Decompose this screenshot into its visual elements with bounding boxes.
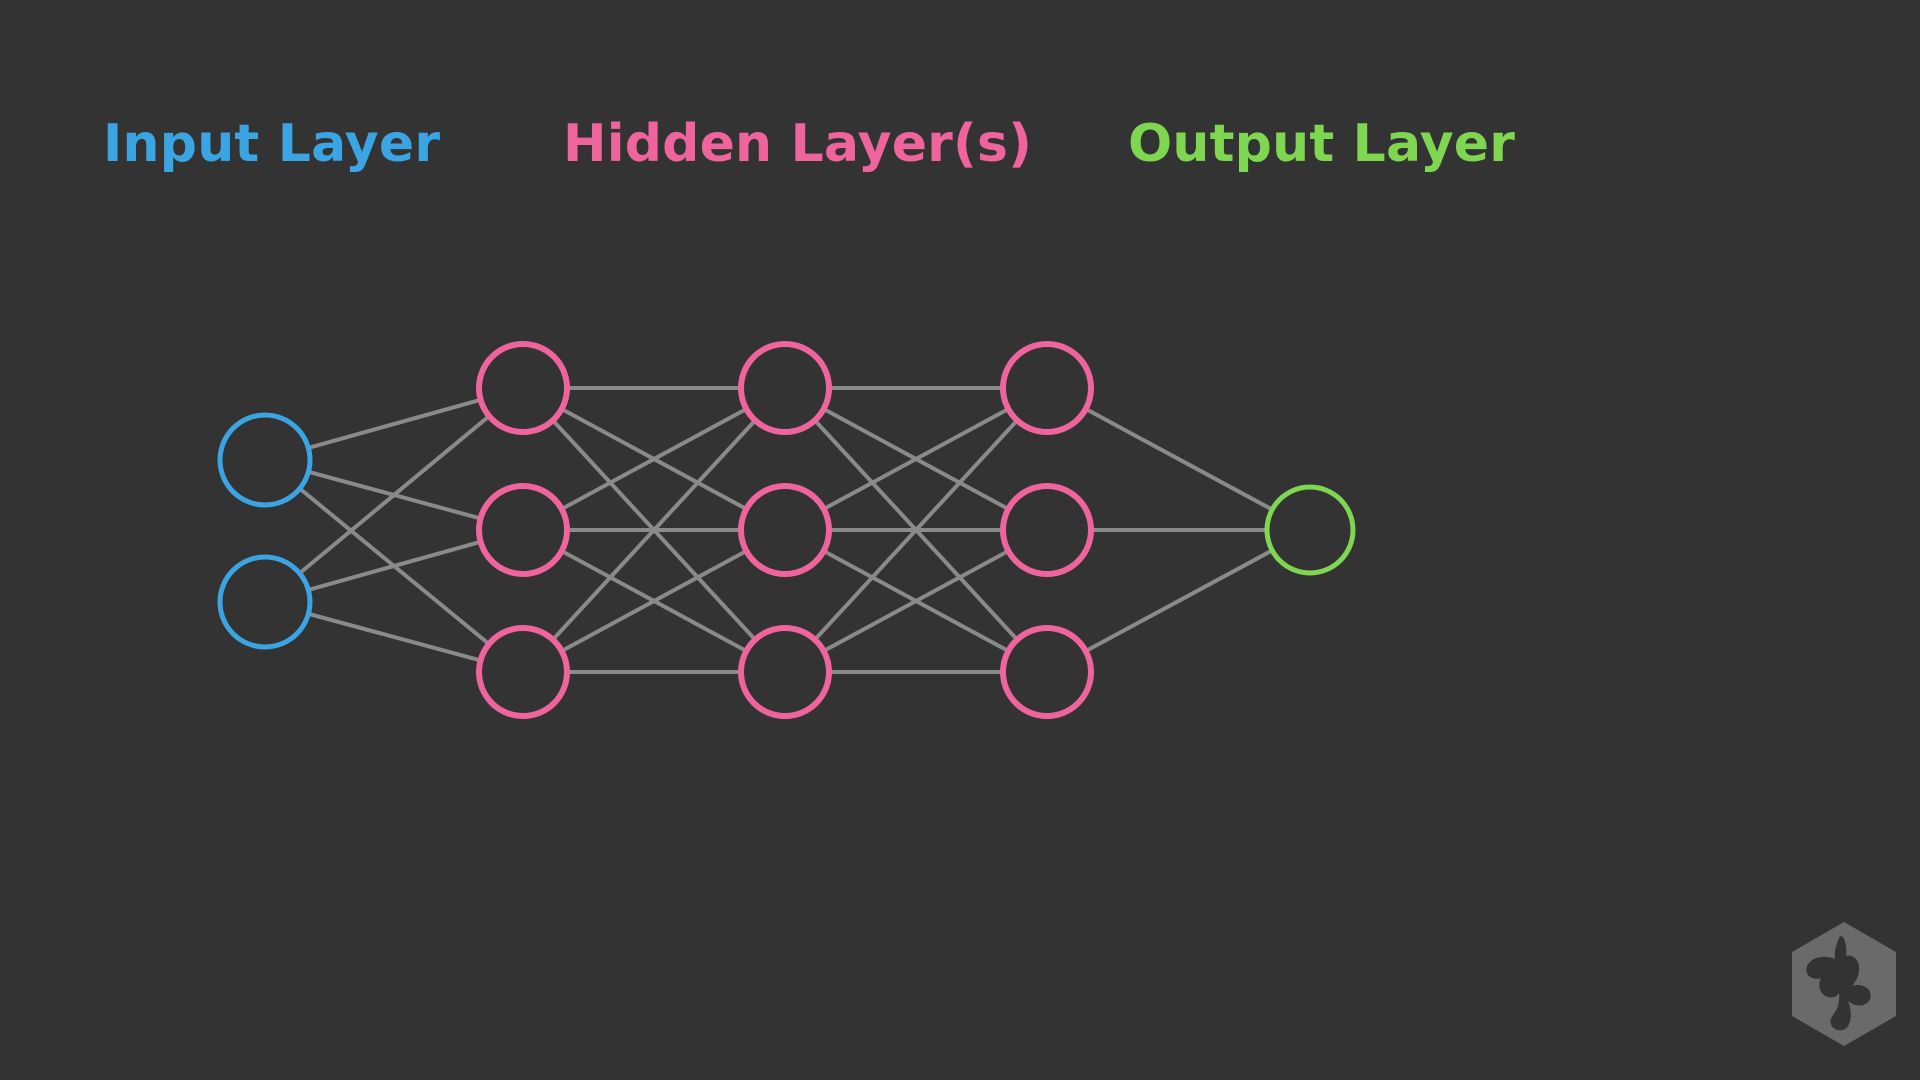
connection-edge (306, 539, 483, 592)
connection-edge (821, 548, 1011, 654)
neuron-node-h2_1 (738, 341, 832, 435)
neuron-node-h3_1 (1000, 341, 1094, 435)
neuron-node-h3_2 (1000, 483, 1094, 577)
connection-edge (1083, 548, 1275, 654)
connection-edge (812, 418, 1020, 642)
neuron-node-h1_2 (476, 483, 570, 577)
neuron-node-h2_3 (738, 625, 832, 719)
neuron-node-h2_2 (738, 483, 832, 577)
neuron-node-i1 (217, 412, 313, 508)
connection-edge (297, 414, 492, 576)
connection-edge (559, 406, 749, 512)
neuron-node-h3_3 (1000, 625, 1094, 719)
connection-edge (306, 397, 483, 450)
connection-edge (559, 548, 749, 654)
connection-edge (550, 418, 758, 642)
connection-edge (1083, 406, 1275, 512)
neuron-node-i2 (217, 554, 313, 650)
edges-group (297, 386, 1275, 674)
input-layer-title: Input Layer (103, 114, 441, 174)
neuron-node-h1_1 (476, 341, 570, 435)
nodes-group (217, 341, 1356, 719)
connection-edge (306, 611, 483, 663)
treehouse-logo-watermark (1792, 922, 1896, 1046)
output-layer-title: Output Layer (1128, 114, 1516, 174)
neuron-node-o1 (1264, 484, 1356, 576)
connection-edge (821, 406, 1011, 512)
neuron-node-h1_3 (476, 625, 570, 719)
tree-splat-shape (1806, 936, 1871, 1031)
hidden-layer-title: Hidden Layer(s) (563, 114, 1033, 174)
